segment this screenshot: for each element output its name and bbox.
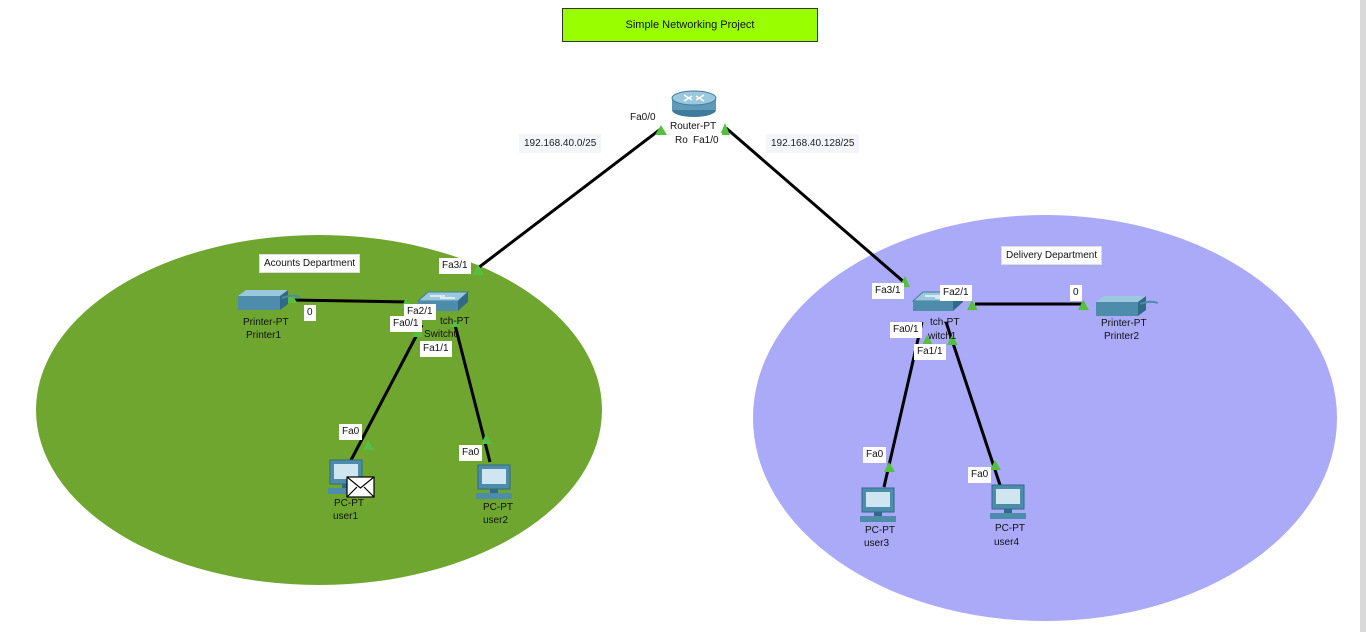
pc-icon[interactable] — [328, 459, 364, 494]
port-label-user4-fa0: Fa0 — [968, 467, 992, 483]
link-up-marker — [363, 440, 374, 450]
user4-name-label: user4 — [994, 537, 1020, 548]
port-label-sw0-fa01: Fa0/1 — [390, 316, 422, 332]
user1-type-label: PC-PT — [334, 498, 364, 509]
accounts-area — [36, 235, 602, 585]
router-icon[interactable] — [671, 90, 717, 117]
switch0-type-label: tch-PT — [440, 316, 470, 327]
switch-icon[interactable] — [416, 291, 470, 311]
printer2-name-label: Printer2 — [1104, 331, 1140, 342]
link-up-marker — [967, 300, 978, 310]
router-name-label: Ro — [675, 135, 688, 146]
link-up-marker — [481, 434, 492, 444]
port-label-sw1-fa01: Fa0/1 — [890, 322, 922, 338]
port-label-printer2: 0 — [1070, 285, 1082, 301]
link-up-marker — [655, 125, 667, 135]
link-up-marker — [450, 317, 460, 327]
link-up-marker — [947, 335, 958, 345]
port-label-sw0-fa11: Fa1/1 — [420, 341, 452, 357]
link-up-marker — [412, 327, 423, 337]
port-label-sw1-fa11: Fa1/1 — [914, 344, 946, 360]
user2-name-label: user2 — [483, 515, 509, 526]
link-up-marker — [922, 335, 933, 345]
link-router-switch0 — [477, 126, 663, 270]
network-label-right[interactable]: 192.168.40.128/25 — [766, 134, 860, 153]
user3-type-label: PC-PT — [865, 525, 895, 536]
printer-icon[interactable] — [1096, 296, 1159, 316]
link-up-marker — [884, 462, 895, 472]
link-up-marker — [990, 460, 1001, 470]
link-up-marker — [473, 264, 484, 275]
port-label-sw1-fa31: Fa3/1 — [872, 283, 904, 299]
accounts-department-label[interactable]: Acounts Department — [259, 254, 361, 273]
user3-name-label: user3 — [864, 538, 890, 549]
pc-icon[interactable] — [990, 484, 1026, 519]
vertical-scrollbar[interactable] — [1360, 0, 1366, 632]
network-label-left[interactable]: 192.168.40.0/25 — [519, 134, 602, 153]
link-up-marker — [720, 123, 730, 135]
link-up-marker — [1078, 300, 1089, 310]
project-title[interactable]: Simple Networking Project — [562, 8, 818, 42]
port-label-router-fa00: Fa0/0 — [627, 110, 659, 126]
link-router-switch1 — [725, 126, 906, 285]
delivery-area — [753, 215, 1337, 621]
user1-name-label: user1 — [333, 511, 359, 522]
port-label-printer1: 0 — [304, 305, 316, 321]
pc-icon[interactable] — [860, 487, 896, 522]
switch1-name-label: witch1 — [928, 331, 957, 342]
link-switch1-user4 — [944, 321, 1002, 486]
link-up-marker — [286, 293, 297, 303]
switch0-name-label: Switch0 — [424, 329, 460, 340]
port-label-user3-fa0: Fa0 — [863, 447, 887, 463]
pc-icon[interactable] — [476, 464, 512, 499]
switch1-type-label: tch-PT — [930, 317, 960, 328]
envelope-icon — [346, 476, 375, 498]
port-label-sw1-fa21: Fa2/1 — [940, 285, 972, 301]
printer1-type-label: Printer-PT — [243, 317, 289, 328]
user4-type-label: PC-PT — [995, 523, 1025, 534]
port-label-sw0-fa31: Fa3/1 — [439, 258, 471, 274]
port-label-router-fa10: Fa1/0 — [690, 133, 722, 149]
delivery-department-label[interactable]: Delivery Department — [1001, 246, 1103, 265]
user2-type-label: PC-PT — [483, 502, 513, 513]
printer1-name-label: Printer1 — [246, 330, 282, 341]
link-switch0-printer1 — [291, 298, 409, 304]
port-label-user1-fa0: Fa0 — [339, 424, 363, 440]
printer2-type-label: Printer-PT — [1101, 318, 1147, 329]
router-type-label: Router-PT — [670, 121, 717, 132]
port-label-user2-fa0: Fa0 — [459, 445, 483, 461]
printer-icon[interactable] — [238, 290, 301, 310]
